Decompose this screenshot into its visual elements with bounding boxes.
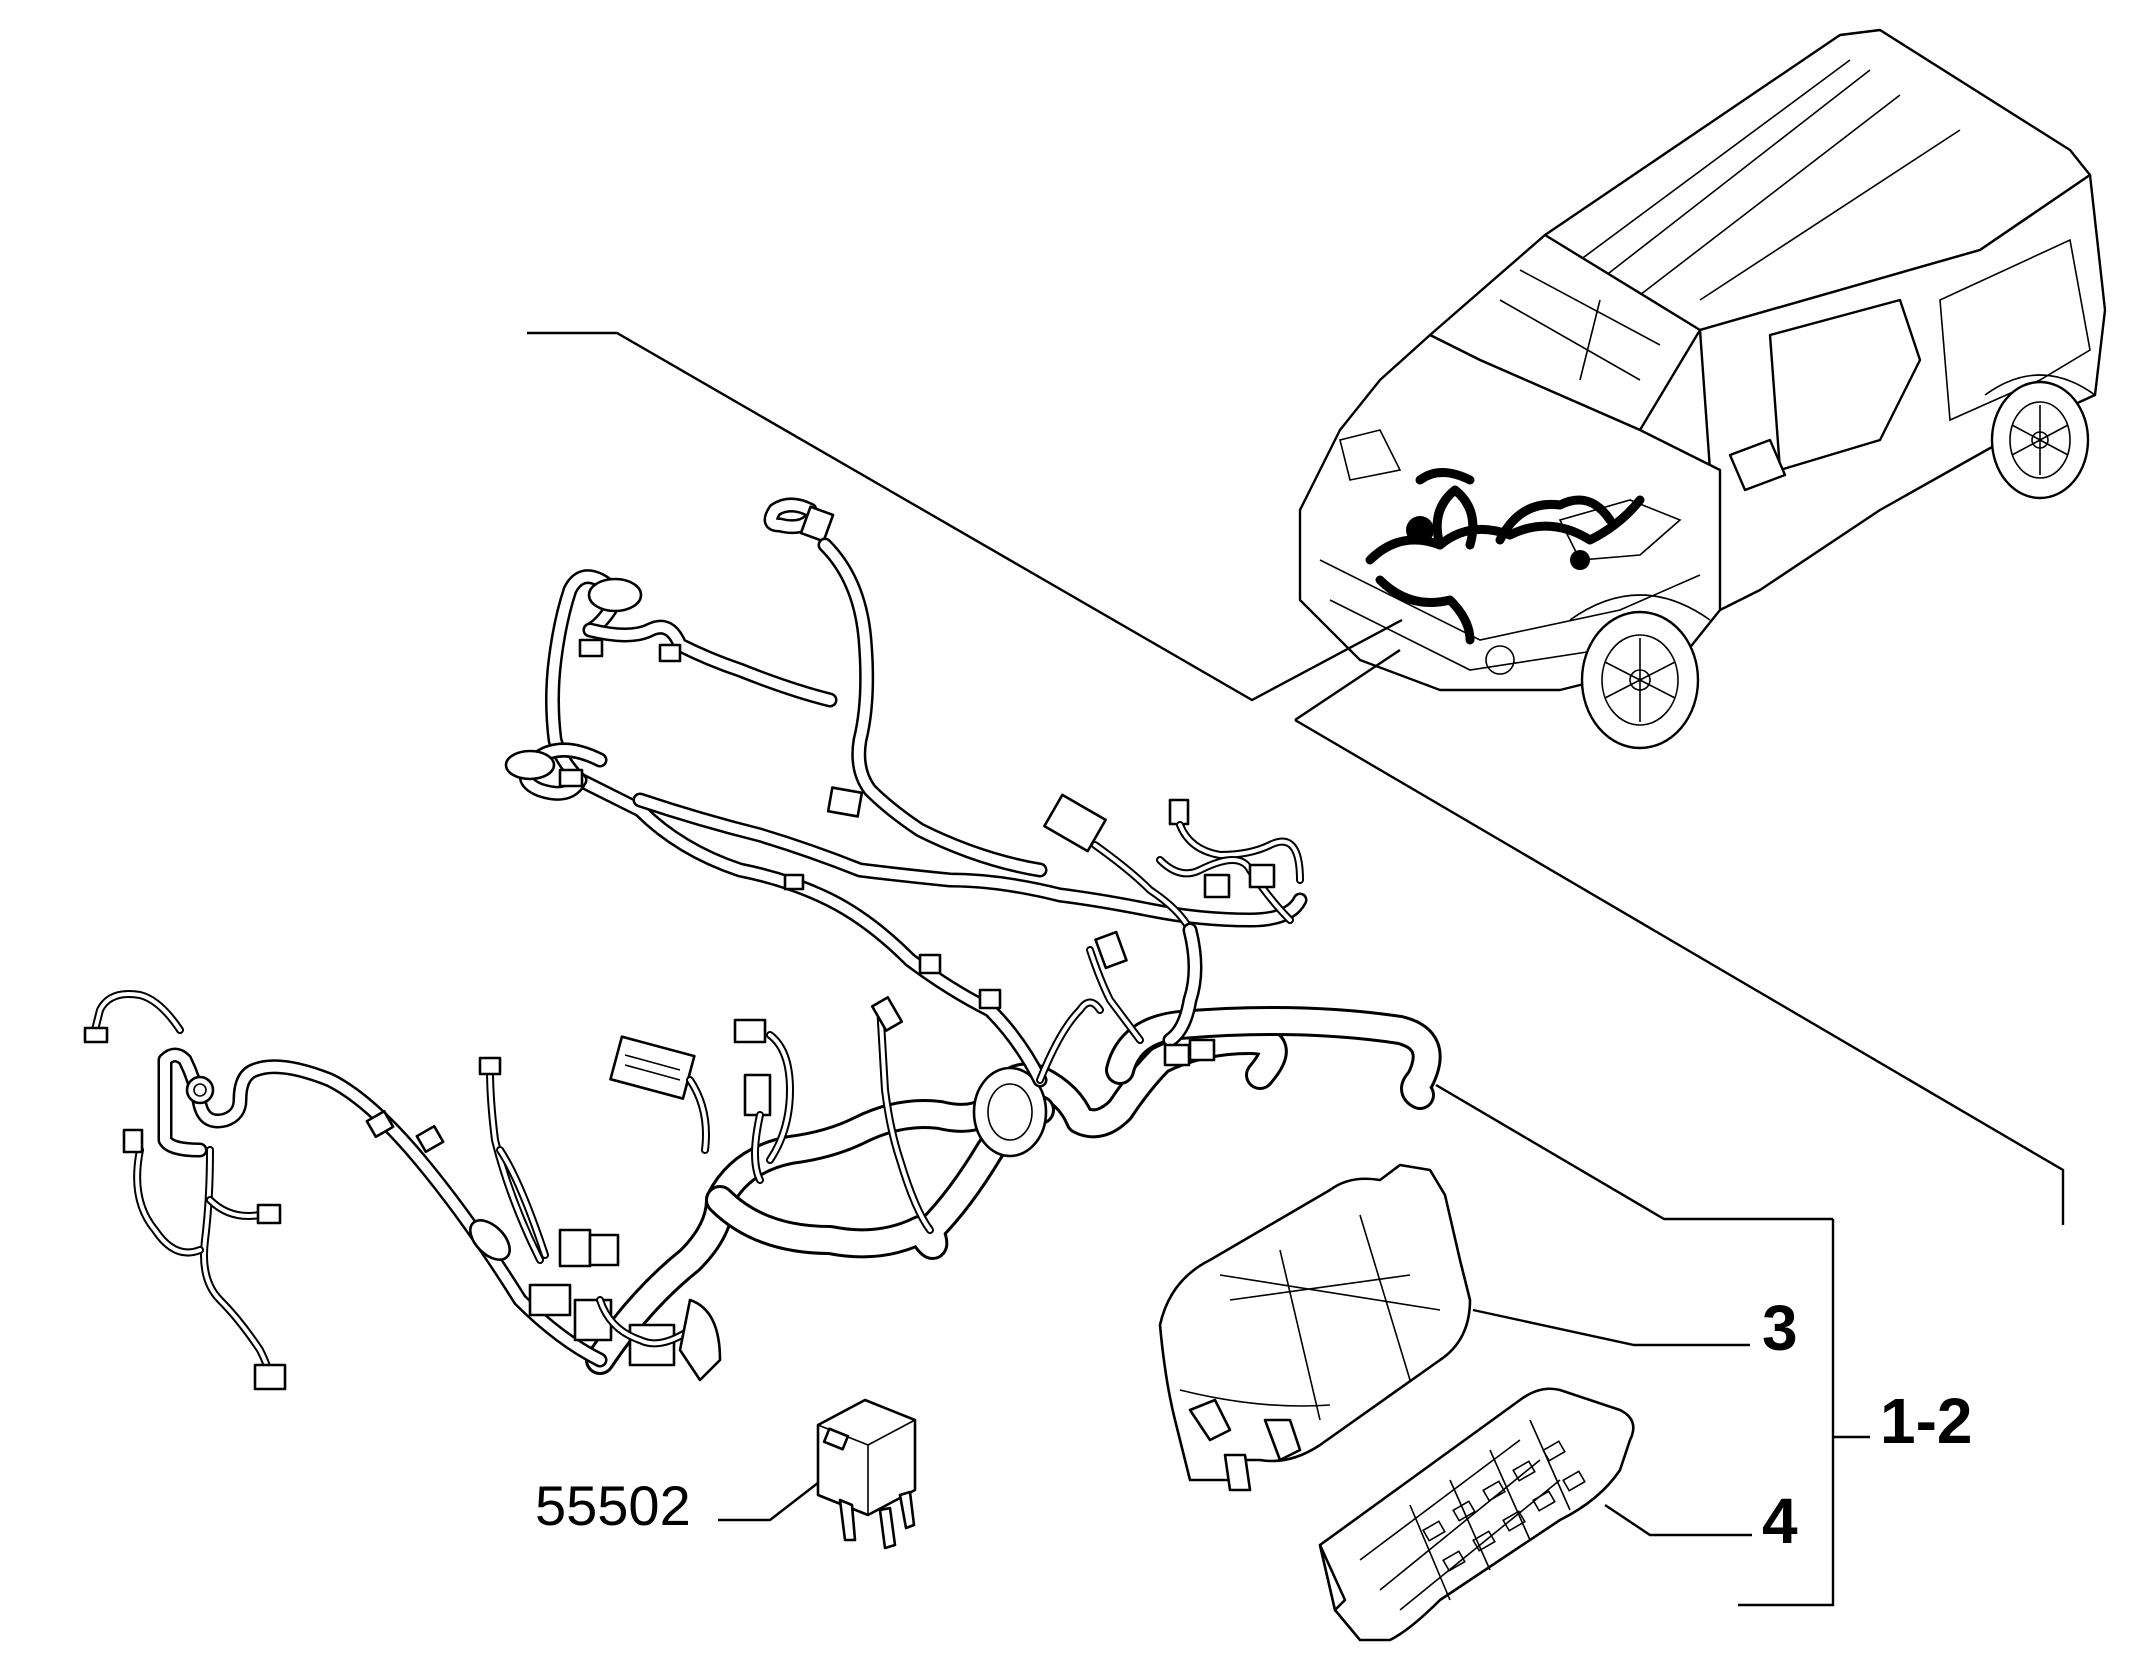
fuse-slots [1422,1440,1586,1572]
fuse-box-cover [1158,1163,1472,1492]
van-illustration [1298,28,2107,750]
callout-part-55502: 55502 [535,1474,691,1537]
callout-labels: 3 4 1-2 55502 [535,1292,1973,1557]
fuse-box-tray [1318,1387,1635,1642]
callout-part-3: 3 [1762,1292,1798,1364]
relay [816,1398,917,1550]
leader-lines [527,331,2065,1607]
callout-part-4: 4 [1762,1485,1798,1557]
wiring-harness [83,497,1442,1391]
callout-part-1-2: 1-2 [1880,1385,1973,1457]
